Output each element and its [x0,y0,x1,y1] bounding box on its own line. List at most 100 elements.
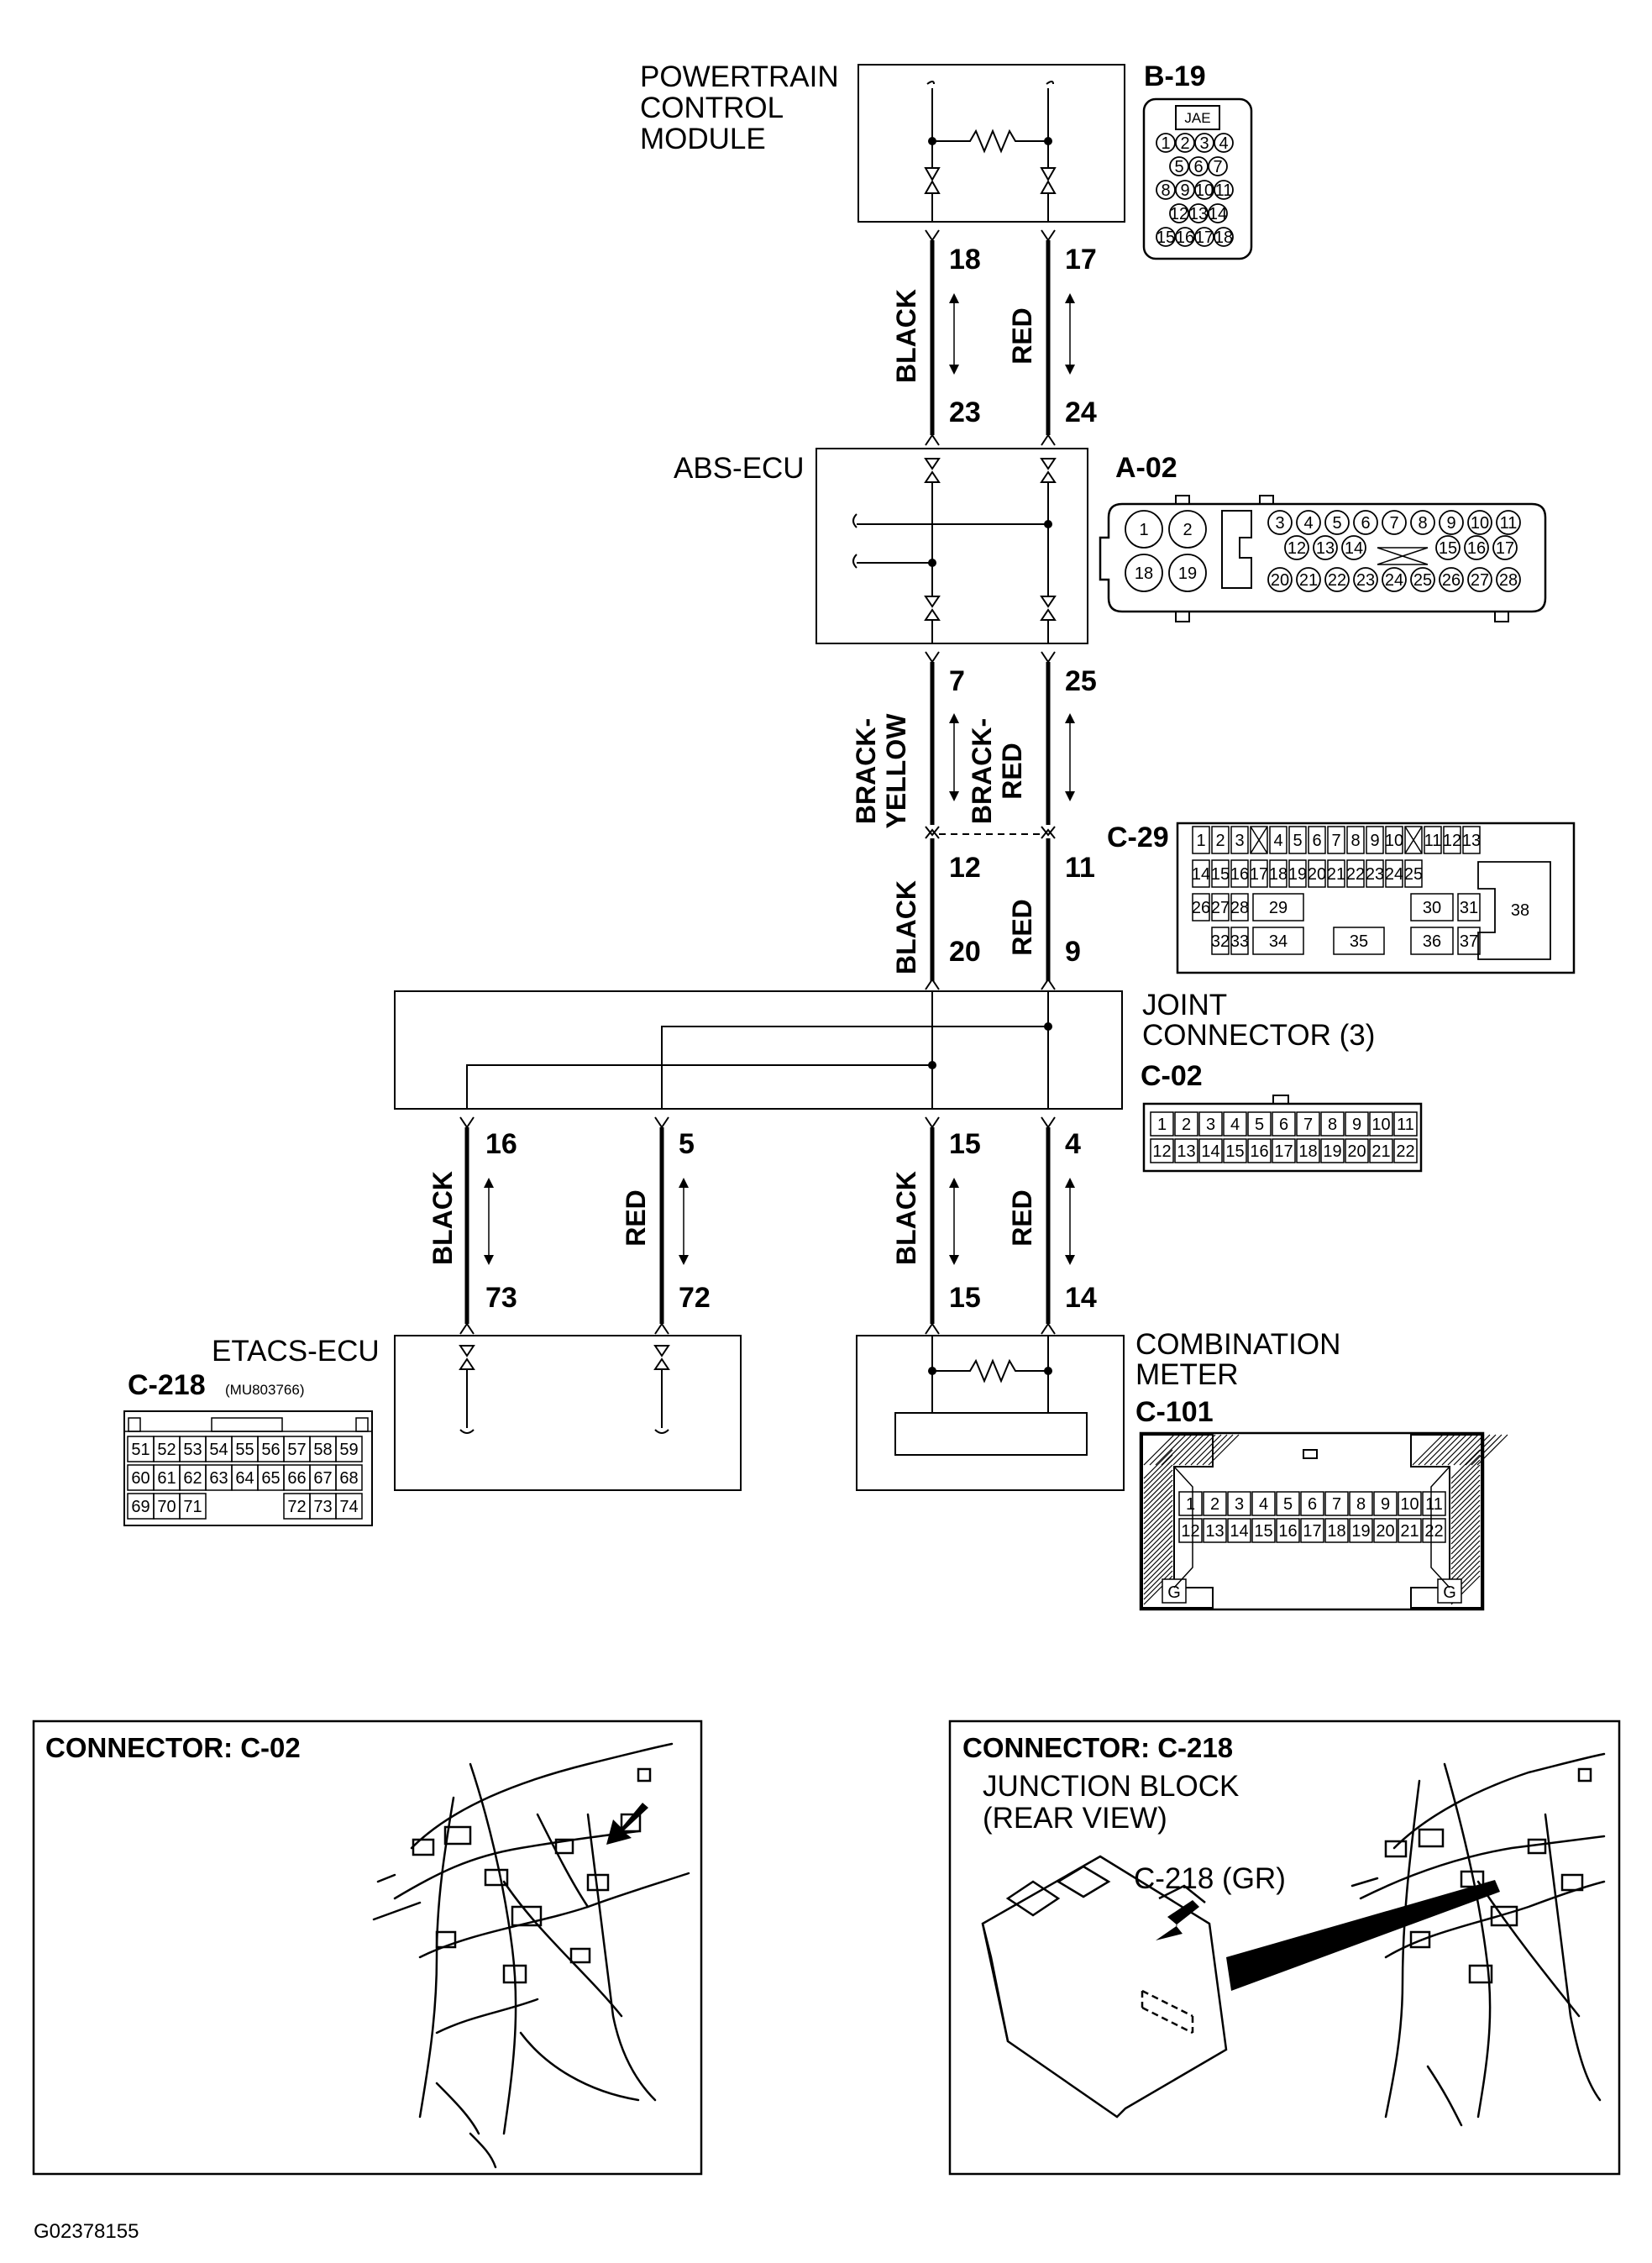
pcm-label-1: POWERTRAIN [640,60,839,93]
c218-pin-72: 72 [283,1493,311,1520]
a02-id: A-02 [1115,452,1177,484]
wire-color-brack-red-b: RED [997,743,1027,800]
svg-text:12: 12 [1170,205,1188,223]
c101-pin-13: 13 [1203,1518,1227,1543]
locator-right-title: CONNECTOR: C-218 [962,1732,1233,1763]
svg-text:66: 66 [287,1469,306,1488]
svg-text:8: 8 [1418,514,1427,533]
c29-pin-5: 5 [1288,826,1307,854]
c29-id: C-29 [1107,822,1169,853]
c29-pin-11: 11 [1424,826,1442,854]
c218-part: (MU803766) [225,1382,305,1398]
b19-pin-11: 11 [1214,180,1234,200]
arrow-icon-right [1156,1900,1199,1940]
c101-ground-left: G [1167,1583,1181,1602]
c101-pin-2: 2 [1203,1491,1227,1516]
c218-pin-54: 54 [205,1436,233,1462]
svg-text:11: 11 [1424,832,1442,850]
c29-pin-14: 14 [1192,859,1210,888]
c101-ground-right: G [1443,1583,1456,1602]
c101-id: C-101 [1135,1396,1214,1428]
c218-pin-62: 62 [179,1464,207,1491]
c29-pin-9: 9 [1366,826,1384,854]
svg-text:10: 10 [1400,1495,1419,1514]
a02-pin-17: 17 [1492,535,1518,560]
c218-pin-57: 57 [283,1436,311,1462]
b19-pin-4: 4 [1214,133,1234,153]
svg-text:52: 52 [157,1441,176,1459]
a02-pin-6: 6 [1353,510,1378,535]
c101-pin-8: 8 [1349,1491,1373,1516]
pin-jc-9: 9 [1065,936,1081,968]
svg-text:8: 8 [1356,1495,1366,1514]
svg-text:7: 7 [1213,158,1222,176]
joint-label-2: CONNECTOR (3) [1142,1019,1375,1052]
svg-text:13: 13 [1189,205,1208,223]
c29-pin-2: 2 [1211,826,1230,854]
wire-color-black-1: BLACK [891,289,921,383]
svg-text:64: 64 [235,1469,254,1488]
c02-pin-8: 8 [1320,1111,1345,1137]
svg-text:15: 15 [1211,865,1230,884]
pin-c29-11: 11 [1065,852,1095,884]
wire-color-black-4: BLACK [891,1171,921,1265]
arrow-icon [606,1803,648,1845]
svg-text:7: 7 [1331,832,1340,850]
c29-pin-21: 21 [1327,859,1345,888]
svg-text:22: 22 [1328,571,1346,590]
a02-pin-15: 15 [1435,535,1461,560]
svg-text:72: 72 [287,1498,306,1516]
c29-pin-22: 22 [1346,859,1365,888]
b19-pin-15: 15 [1156,227,1176,247]
svg-text:5: 5 [1332,514,1341,533]
svg-text:6: 6 [1308,1495,1317,1514]
joint-label-1: JOINT [1142,989,1227,1021]
a02-pin-22: 22 [1324,567,1350,592]
a02-pin-19: 19 [1168,554,1207,592]
pointer-wedge [1226,1880,1500,1991]
c02-pin-13: 13 [1174,1138,1198,1163]
a02-pin-20: 20 [1267,567,1293,592]
svg-text:18: 18 [1214,228,1233,247]
c101-pin-10: 10 [1398,1491,1422,1516]
svg-text:3: 3 [1206,1116,1215,1134]
svg-text:10: 10 [1371,1116,1390,1134]
b19-pin-12: 12 [1169,203,1189,223]
b19-maker: JAE [1184,110,1210,126]
c101-pin-11: 11 [1422,1491,1446,1516]
pin-abs-25: 25 [1065,665,1097,697]
svg-text:33: 33 [1230,932,1249,951]
locator-right-line2: (REAR VIEW) [983,1802,1167,1835]
b19-pin-13: 13 [1188,203,1209,223]
c29-pin-32: 32 [1211,927,1230,955]
c101-pin-6: 6 [1300,1491,1324,1516]
c29-pin-20: 20 [1308,859,1326,888]
svg-text:21: 21 [1400,1522,1419,1541]
svg-text:70: 70 [157,1498,176,1516]
c29-pin-10: 10 [1385,826,1403,854]
svg-text:17: 17 [1303,1522,1321,1541]
a02-pin-5: 5 [1324,510,1350,535]
locator-right: CONNECTOR: C-218 JUNCTION BLOCK (REAR VI… [948,1720,1621,2176]
wires-joint-outputs: 16 5 15 4 BLACK RED BLACK RED 73 72 15 1… [427,1116,1097,1335]
svg-text:9: 9 [1352,1116,1361,1134]
svg-text:16: 16 [1250,1142,1268,1161]
c218-pin-56: 56 [257,1436,285,1462]
svg-text:8: 8 [1350,832,1360,850]
b19-pin-9: 9 [1175,180,1195,200]
pin-meter-15: 15 [949,1282,981,1314]
c29-pin-27: 27 [1211,893,1230,921]
c02-pin-16: 16 [1247,1138,1272,1163]
svg-text:51: 51 [131,1441,149,1459]
svg-text:12: 12 [1443,832,1461,850]
c218-pin-63: 63 [205,1464,233,1491]
svg-text:7: 7 [1303,1116,1313,1134]
c218-pin-58: 58 [309,1436,337,1462]
b19-pin-1: 1 [1156,133,1176,153]
pin-etacs-73: 73 [485,1282,517,1314]
wire-color-brack-yellow-a: BRACK- [851,718,881,824]
c218-id: C-218 [128,1369,206,1401]
svg-text:57: 57 [287,1441,306,1459]
svg-text:16: 16 [1230,865,1249,884]
